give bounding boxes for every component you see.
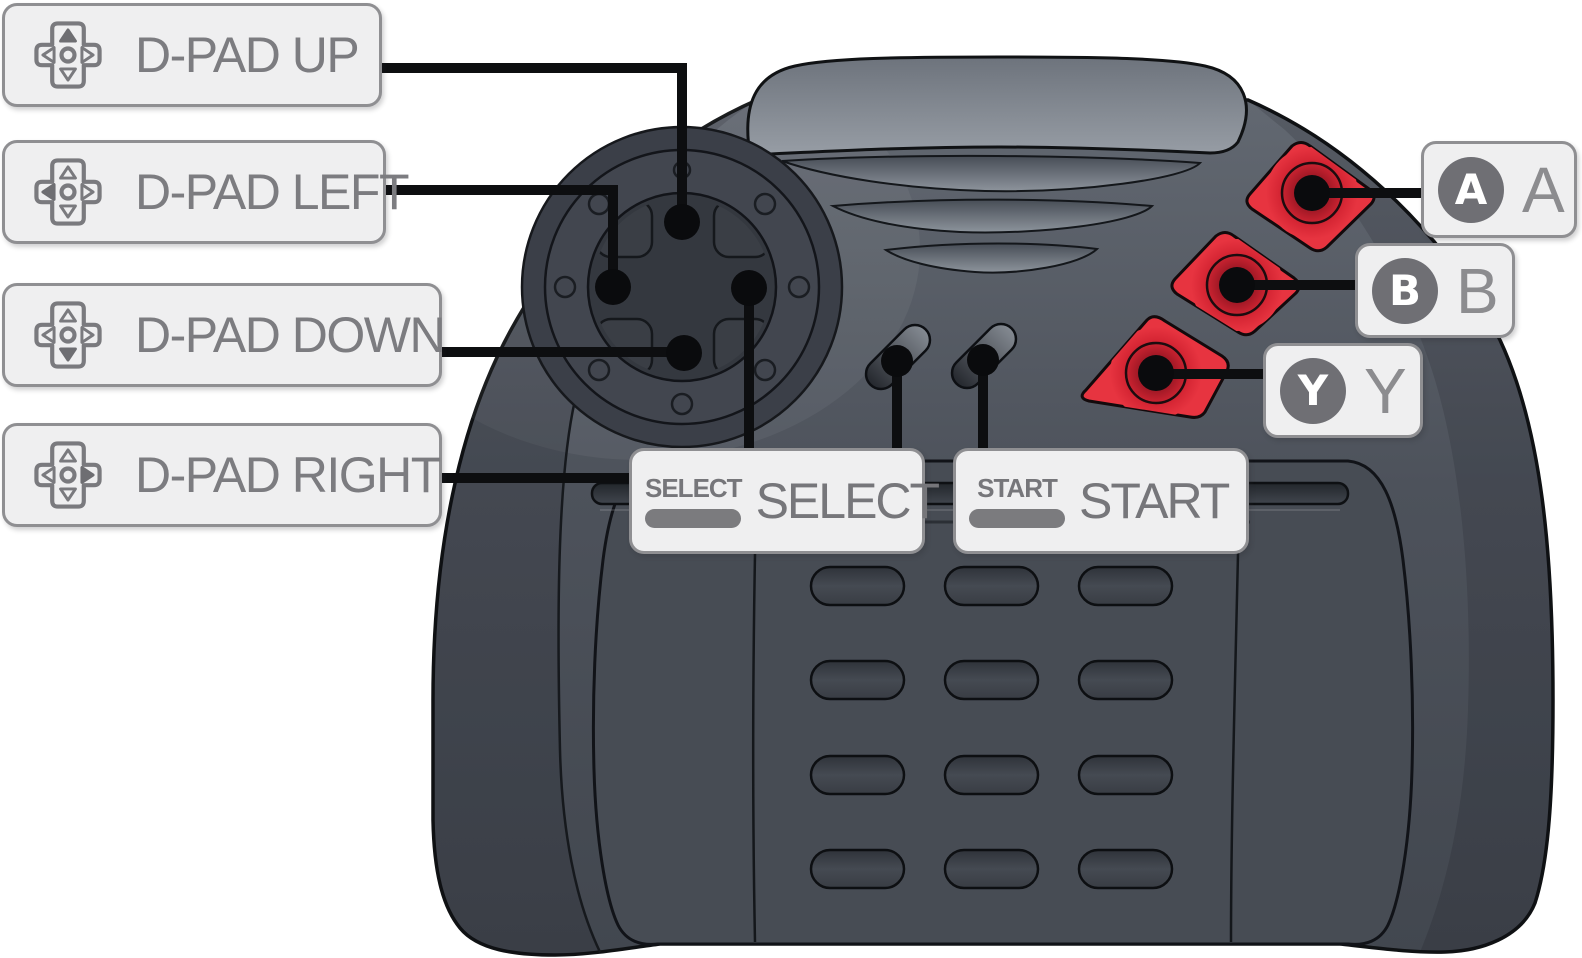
dpad-left-label: D-PAD LEFT	[135, 164, 410, 220]
select-pill-shape	[645, 508, 742, 528]
vent-slits	[781, 154, 1203, 274]
start-pill-shape	[969, 508, 1065, 528]
controller-top-hump	[746, 55, 1248, 157]
dpad-down-icon	[34, 301, 102, 369]
callout-start: START START	[953, 448, 1249, 554]
dpad-up-icon	[34, 21, 102, 89]
y-button-label: Y	[1364, 354, 1407, 427]
y-button-icon: Y	[1280, 357, 1346, 424]
callout-button-y: Y Y	[1263, 343, 1423, 438]
b-button-icon: B	[1372, 257, 1438, 324]
select-pill-icon: SELECT	[645, 472, 743, 528]
start-label: START	[1079, 473, 1230, 529]
dpad-left-icon	[34, 158, 102, 226]
b-button-label: B	[1456, 254, 1499, 327]
start-icon-text: START	[977, 472, 1058, 503]
dpad-down-label: D-PAD DOWN	[135, 307, 446, 363]
callout-dpad-left: D-PAD LEFT	[2, 140, 410, 244]
select-label: SELECT	[755, 473, 941, 529]
callout-dots	[595, 175, 1330, 391]
callout-button-b: B B	[1355, 243, 1515, 338]
callout-select: SELECT SELECT	[629, 448, 940, 554]
callout-dpad-right: D-PAD RIGHT	[2, 423, 442, 527]
dpad-up-label: D-PAD UP	[135, 27, 360, 83]
select-icon-text: SELECT	[645, 472, 743, 503]
callout-dpad-down: D-PAD DOWN	[2, 283, 446, 387]
callout-dpad-up: D-PAD UP	[2, 3, 382, 107]
dpad-right-label: D-PAD RIGHT	[135, 447, 441, 503]
callout-button-a: A A	[1421, 141, 1577, 238]
dpad-right-icon	[34, 441, 102, 509]
speaker-grille	[809, 565, 1174, 890]
start-pill-icon: START	[969, 475, 1065, 528]
a-button-label: A	[1522, 153, 1565, 226]
a-button-icon: A	[1438, 156, 1504, 223]
